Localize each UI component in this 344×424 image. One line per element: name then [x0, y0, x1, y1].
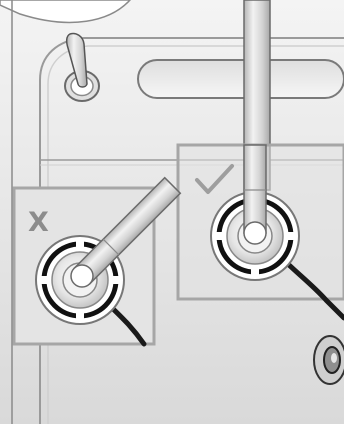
panel-inner-edge [47, 45, 344, 424]
top-cover [0, 0, 132, 24]
panel-slot [137, 59, 344, 99]
checkmark-icon [195, 164, 234, 194]
correct-probe-tip [243, 221, 267, 245]
side-bolt [313, 335, 344, 385]
correct-probe-rod [243, 144, 267, 234]
wrong-mark-label: X [28, 207, 49, 238]
wrong-probe-tip [70, 264, 94, 288]
wrong-detail-panel: X [12, 176, 182, 347]
correct-detail-panel [176, 143, 344, 321]
toggle-switch [64, 32, 100, 102]
wrong-socket-ring [40, 240, 120, 320]
